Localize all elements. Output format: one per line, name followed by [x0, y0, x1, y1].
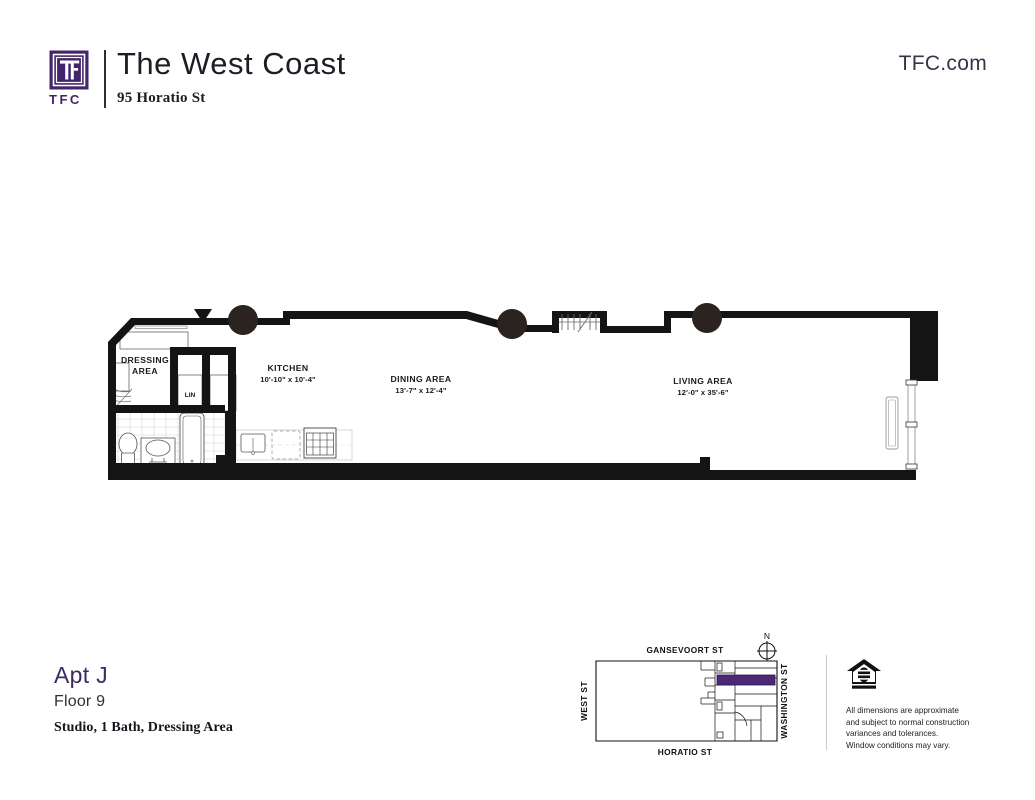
living-room-windows: [905, 379, 918, 470]
street-label-right: WASHINGTON ST: [779, 663, 789, 738]
equal-housing-opportunity-icon: [846, 658, 882, 690]
linen-closet: [177, 374, 203, 408]
floorplan-drawing: DRESSING AREA LIN KITCHEN 10'-10" x 10'-…: [0, 285, 1035, 515]
lot-subdivisions: [700, 661, 777, 741]
structural-columns: [228, 303, 722, 339]
range-stove-fixture: [303, 427, 337, 459]
building-address: 95 Horatio St: [117, 90, 206, 106]
disclaimer-line-2: and subject to normal construction: [846, 717, 970, 727]
tfc-monogram-icon: [49, 50, 89, 90]
dishwasher-fixture: [271, 430, 301, 460]
room-label-dressing: DRESSING AREA: [121, 355, 169, 376]
stair-symbol: [559, 311, 600, 333]
disclaimer-line-4: Window conditions may vary.: [846, 741, 951, 751]
dining-area-dimensions: 13'-7" x 12'-4": [395, 386, 446, 395]
dressing-area-closet: [119, 331, 189, 350]
closet-label-lin: LIN: [185, 392, 196, 399]
dressing-area-label-line1: DRESSING: [121, 355, 169, 365]
disclaimer-line-3: variances and tolerances.: [846, 729, 939, 739]
kitchen-dimensions: 10'-10" x 10'-4": [260, 375, 316, 384]
highlighted-unit: [716, 674, 776, 686]
page-header: TFC The West Coast 95 Horatio St TFC.com: [0, 0, 1035, 130]
site-url-link[interactable]: TFC.com: [898, 52, 987, 75]
city-block-outline: [595, 660, 778, 742]
radiator-fixture: [885, 396, 899, 450]
apartment-description: Studio, 1 Bath, Dressing Area: [54, 720, 233, 736]
dressing-area-label-line2: AREA: [132, 366, 158, 376]
room-label-dining: DINING AREA 13'-7" x 12'-4": [391, 374, 452, 395]
apartment-number: Apt J: [54, 662, 108, 688]
room-label-living: LIVING AREA 12'-0" x 35'-6": [673, 376, 732, 397]
tfc-logo[interactable]: TFC: [49, 50, 95, 108]
living-area-label: LIVING AREA: [673, 376, 732, 386]
north-arrow-icon: N: [757, 631, 777, 661]
page-title: The West Coast: [117, 46, 346, 81]
disclaimer-line-1: All dimensions are approximate: [846, 706, 959, 715]
living-area-dimensions: 12'-0" x 35'-6": [677, 388, 728, 397]
room-label-kitchen: KITCHEN 10'-10" x 10'-4": [260, 363, 316, 384]
plan-walls: [108, 311, 938, 480]
linen-closet-label: LIN: [185, 392, 196, 399]
dining-area-label: DINING AREA: [391, 374, 452, 384]
street-label-bottom: HORATIO ST: [658, 747, 713, 757]
apartment-floor: Floor 9: [54, 693, 106, 711]
footer-divider: [826, 655, 827, 750]
apartment-info: Apt J Floor 9 Studio, 1 Bath, Dressing A…: [54, 662, 233, 736]
toilet-fixture: [118, 432, 138, 466]
header-divider: [104, 50, 106, 108]
street-label-left: WEST ST: [579, 681, 589, 721]
entry-triangle-marker: [194, 309, 212, 323]
site-location-map: N: [565, 628, 810, 760]
disclaimer-text: All dimensions are approximate and subje…: [846, 705, 1011, 752]
bathtub-fixture: [179, 412, 205, 470]
kitchen-sink-fixture: [240, 433, 266, 455]
sink-vanity-fixture: [140, 437, 176, 467]
street-label-top: GANSEVOORT ST: [646, 645, 723, 655]
dressing-window: [134, 325, 188, 329]
tfc-logo-wordmark: TFC: [49, 92, 82, 107]
kitchen-label: KITCHEN: [268, 363, 309, 373]
north-label: N: [764, 631, 770, 641]
